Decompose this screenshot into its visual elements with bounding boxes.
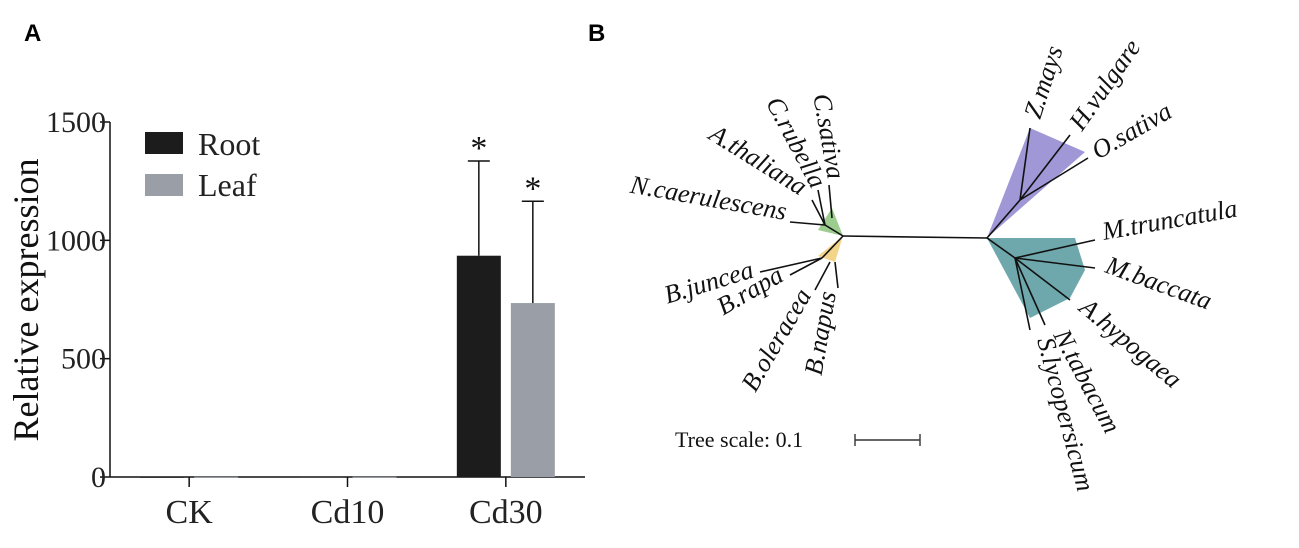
panel-a-label: A: [24, 20, 42, 47]
clade-brassica-a: [818, 208, 843, 236]
legend-label-root: Root: [198, 126, 260, 162]
bar-leaf-cd10: [352, 476, 397, 478]
x-tick-label: Cd30: [469, 494, 543, 531]
y-axis: 0 500 1000 1500: [46, 106, 111, 494]
bar-root-cd10: [298, 476, 343, 478]
bar-root-cd30: [456, 255, 501, 477]
taxon-labels: Z.mays H.vulgare O.sativa M.truncatula M…: [627, 34, 1239, 494]
tree-scale-label: Tree scale: 0.1: [675, 427, 803, 452]
significance-star: *: [524, 170, 541, 207]
significance-star: *: [470, 130, 487, 167]
x-tick-label: CK: [166, 494, 214, 531]
legend-label-leaf: Leaf: [198, 167, 257, 203]
clade-dicots: [987, 238, 1085, 318]
taxon-z-mays: Z.mays: [1018, 42, 1069, 122]
y-axis-label: Relative expression: [6, 159, 46, 442]
bar-leaf-cd30: [510, 303, 555, 477]
y-tick-label: 500: [61, 343, 106, 376]
legend-swatch-leaf: [145, 174, 183, 196]
tree-branches: [759, 127, 1096, 331]
tree-scale: Tree scale: 0.1: [675, 427, 921, 452]
legend: Root Leaf: [145, 126, 260, 203]
bars: **: [140, 130, 555, 478]
y-tick-label: 1000: [46, 224, 106, 257]
bar-leaf-ck: [194, 476, 239, 478]
taxon-m-truncatula: M.truncatula: [1099, 194, 1239, 246]
taxon-m-baccata: M.baccata: [1101, 250, 1216, 315]
y-tick-label: 0: [91, 461, 106, 494]
y-tick-label: 1500: [46, 106, 106, 139]
x-axis: CK Cd10 Cd30: [110, 476, 585, 531]
legend-swatch-root: [145, 132, 183, 154]
x-tick-label: Cd10: [311, 494, 385, 531]
bar-root-ck: [140, 476, 185, 478]
panel-b-label: B: [588, 20, 606, 47]
